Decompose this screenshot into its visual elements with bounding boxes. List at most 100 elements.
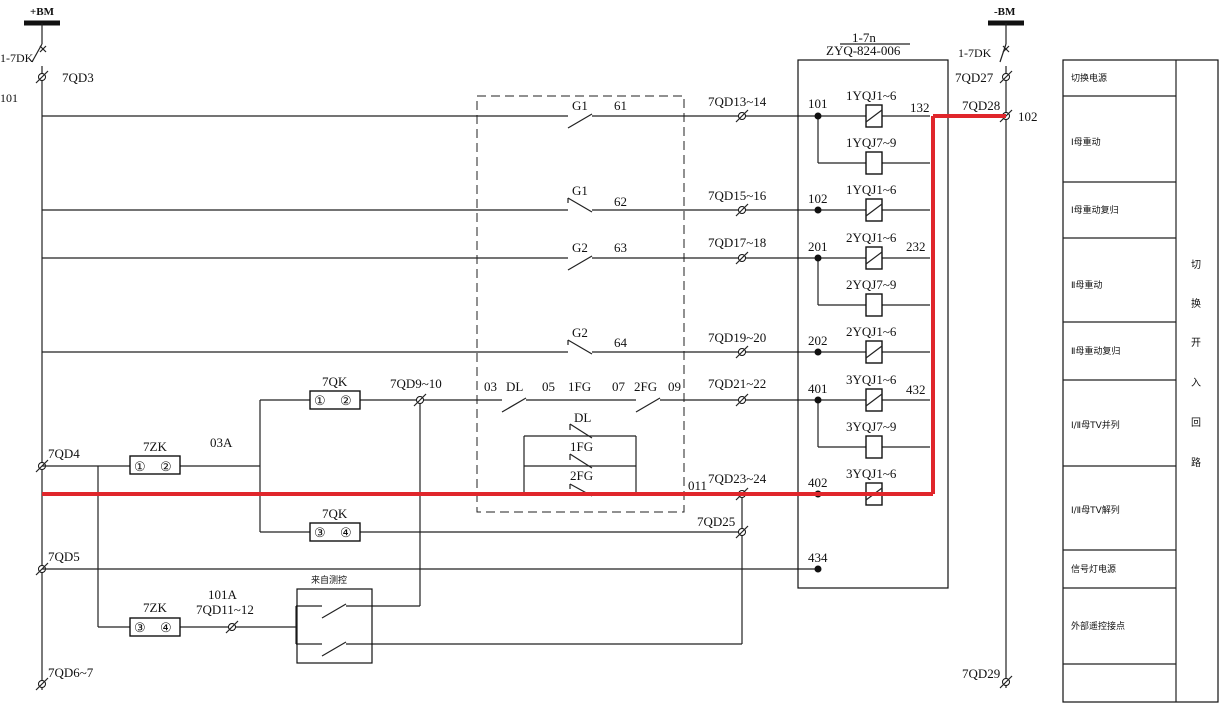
switch-zk-top-label: 7ZK	[143, 439, 167, 454]
highlighted-path	[42, 114, 1006, 496]
terminal-qd6-7-label: 7QD6~7	[48, 665, 94, 680]
terminal-qd23-24-label: 7QD23~24	[708, 471, 767, 486]
row-g1-61	[42, 113, 815, 129]
pin-432-label: 432	[906, 382, 926, 397]
switch-qk-top-label: 7QK	[322, 374, 348, 389]
coil-2yqj-b	[865, 293, 883, 317]
contact-2fg-b-label: 2FG	[570, 468, 593, 483]
switch-qk-bottom-pin-a: ③	[314, 525, 326, 540]
wire-09-label: 09	[668, 379, 681, 394]
pin-401-label: 401	[808, 381, 828, 396]
legend-row-0: 切换电源	[1071, 72, 1107, 84]
pin-201-label: 201	[808, 239, 828, 254]
pin-102-label: 102	[808, 191, 828, 206]
legend-row-3: Ⅱ母重动	[1071, 279, 1102, 291]
contact-dl-b-label: DL	[574, 410, 591, 425]
wire-011-label: 011	[688, 478, 707, 493]
switch-zk-top-pin-a: ①	[134, 459, 146, 474]
remote-contact-box	[296, 588, 373, 664]
pin-dot-434	[814, 565, 822, 573]
contact-dl-label: DL	[506, 379, 523, 394]
terminal-qd19-20-label: 7QD19~20	[708, 330, 766, 345]
legend-row-4: Ⅱ母重动复归	[1071, 345, 1120, 357]
legend-side-char-4: 回	[1191, 417, 1201, 429]
contact-2fg-label: 2FG	[634, 379, 657, 394]
contact-g1-label: G1	[572, 98, 588, 113]
switch-qk-bottom-pin-b: ④	[340, 525, 352, 540]
switch-qk-bottom	[309, 522, 361, 542]
breaker-left-label: 1-7DK	[0, 51, 34, 65]
coil-3yqj-c-label: 3YQJ1~6	[846, 466, 897, 481]
device-internal-wiring	[817, 115, 930, 495]
terminal-qd9-10-icon	[413, 393, 427, 407]
terminal-qd27-icon	[999, 70, 1013, 84]
switch-qk-top-pin-a: ①	[314, 393, 326, 408]
legend-side-char-1: 换	[1191, 297, 1201, 310]
pin-dot-102	[814, 206, 822, 214]
terminal-qd29-label: 7QD29	[962, 666, 1000, 681]
pin-132-label: 132	[910, 100, 930, 115]
pin-dot-202	[814, 348, 822, 356]
terminal-qd19-20-icon	[735, 345, 749, 359]
row-tv-parallel	[42, 397, 815, 606]
terminal-qd11-12-label: 7QD11~12	[196, 602, 254, 617]
device-box	[797, 59, 949, 589]
legend-side-char-5: 路	[1191, 456, 1201, 469]
legend-table	[1062, 59, 1219, 703]
wire-63-label: 63	[614, 240, 627, 255]
terminal-qd4-label: 7QD4	[48, 446, 80, 461]
legend-side-char-3: 入	[1191, 378, 1201, 389]
pin-dot-401	[814, 396, 822, 404]
terminal-qd13-14-icon	[735, 109, 749, 123]
coil-3yqj-b	[865, 435, 883, 459]
wire-64-label: 64	[614, 335, 628, 350]
coil-1yqj-a-label: 1YQJ1~6	[846, 88, 897, 103]
legend-side-char-2: 开	[1191, 338, 1201, 349]
terminal-qd28-label: 7QD28	[962, 98, 1000, 113]
remote-contact-label: 来自测控	[311, 574, 347, 586]
terminal-qd9-10-label: 7QD9~10	[390, 376, 442, 391]
breaker-right-label: 1-7DK	[958, 46, 992, 60]
coil-2yqj-c-label: 2YQJ1~6	[846, 324, 897, 339]
terminal-qd13-14-label: 7QD13~14	[708, 94, 767, 109]
terminal-qd21-22-icon	[735, 393, 749, 407]
wire-101-label: 101	[0, 91, 18, 105]
coil-2yqj-a	[865, 246, 883, 270]
terminal-qd5-label: 7QD5	[48, 549, 80, 564]
switch-zk-bottom-label: 7ZK	[143, 600, 167, 615]
row-g2-64	[42, 339, 815, 355]
legend-row-2: Ⅰ母重动复归	[1071, 204, 1119, 216]
pin-402-label: 402	[808, 475, 828, 490]
contact-1fg-b-label: 1FG	[570, 439, 593, 454]
coil-1yqj-c-label: 1YQJ1~6	[846, 182, 897, 197]
switch-zk-bottom-pin-b: ④	[160, 620, 172, 635]
legend-row-7: 信号灯电源	[1071, 563, 1116, 575]
coil-2yqj-b-label: 2YQJ7~9	[846, 277, 896, 292]
coil-1yqj-b-label: 1YQJ7~9	[846, 135, 896, 150]
terminal-qd11-12-icon	[225, 620, 239, 634]
switch-zk-bottom	[129, 617, 181, 637]
terminal-qd29-icon	[999, 675, 1013, 689]
wire-102-label: 102	[1018, 109, 1038, 124]
minus-busbar-label: -BM	[994, 6, 1016, 18]
terminal-qd17-18-label: 7QD17~18	[708, 235, 766, 250]
device-model: ZYQ-824-006	[826, 43, 901, 58]
wire-05-label: 05	[542, 379, 555, 394]
wire-62-label: 62	[614, 194, 627, 209]
switch-zk-bottom-pin-a: ③	[134, 620, 146, 635]
legend-row-6: Ⅰ/Ⅱ母TV解列	[1071, 504, 1120, 516]
terminal-qd25-icon	[735, 525, 749, 539]
terminal-qd3-icon	[35, 70, 49, 84]
wire-101a-label: 101A	[208, 587, 238, 602]
coil-1yqj-b	[865, 151, 883, 175]
terminal-qd25-label: 7QD25	[697, 514, 735, 529]
legend-row-1: Ⅰ母重动	[1071, 136, 1101, 148]
row-g2-63	[42, 255, 815, 271]
coil-2yqj-a-label: 2YQJ1~6	[846, 230, 897, 245]
pin-232-label: 232	[906, 239, 926, 254]
wire-61-label: 61	[614, 98, 627, 113]
terminal-qd6-7-icon	[35, 677, 49, 691]
aux-contact-box	[476, 95, 685, 513]
terminal-qd15-16-icon	[735, 203, 749, 217]
